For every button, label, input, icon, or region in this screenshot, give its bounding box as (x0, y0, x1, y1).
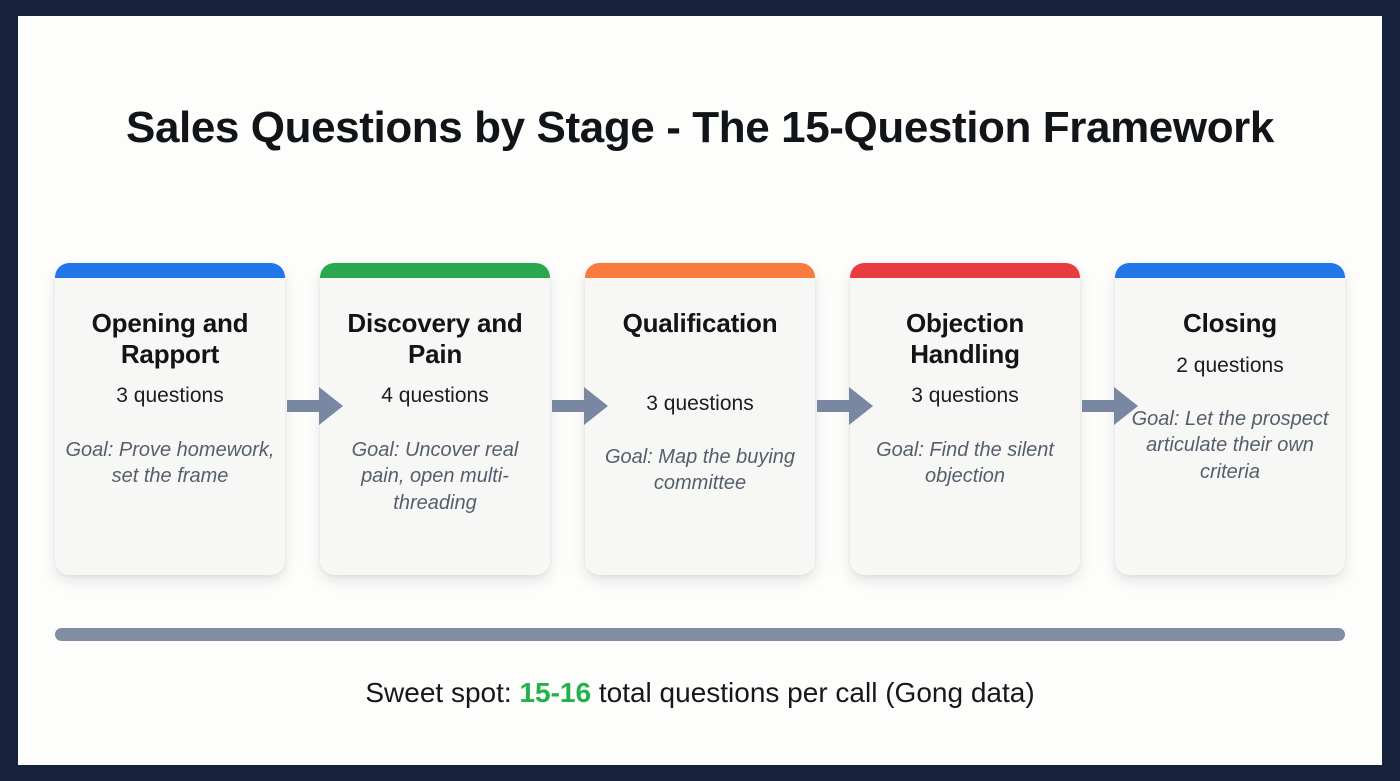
footer-prefix: Sweet spot: (365, 677, 520, 708)
footer-highlight: 15-16 (519, 677, 592, 708)
stage-question-count: 3 questions (646, 391, 754, 415)
stage-card-body: Opening and Rapport 3 questions Goal: Pr… (55, 278, 285, 490)
stage-card-body: Objection Handling 3 questions Goal: Fin… (850, 278, 1080, 490)
slide-canvas: Sales Questions by Stage - The 15-Questi… (18, 16, 1382, 765)
stage-question-count: 3 questions (911, 384, 1019, 408)
stage-accent-bar (320, 263, 550, 278)
footer-suffix: total questions per call (Gong data) (591, 677, 1035, 708)
stage-card-body: Qualification 3 questions Goal: Map the … (585, 278, 815, 497)
stage-title: Qualification (622, 308, 778, 338)
stage-goal: Goal: Prove homework, set the frame (65, 438, 275, 488)
stage-card-objection-handling[interactable]: Objection Handling 3 questions Goal: Fin… (850, 263, 1080, 575)
stage-question-count: 4 questions (381, 384, 489, 408)
page-title: Sales Questions by Stage - The 15-Questi… (126, 103, 1274, 152)
stage-card-discovery-and-pain[interactable]: Discovery and Pain 4 questions Goal: Unc… (320, 263, 550, 575)
arrow-right-icon (287, 384, 343, 428)
arrow-right-icon (817, 384, 873, 428)
stage-card-body: Closing 2 questions Goal: Let the prospe… (1115, 278, 1345, 486)
stage-card-body: Discovery and Pain 4 questions Goal: Unc… (320, 278, 550, 516)
stage-accent-bar (585, 263, 815, 278)
footer-note: Sweet spot: 15-16 total questions per ca… (18, 676, 1382, 710)
stage-accent-bar (55, 263, 285, 278)
arrow-right-icon (1082, 384, 1138, 428)
arrow-right-icon (552, 384, 608, 428)
stage-card-closing[interactable]: Closing 2 questions Goal: Let the prospe… (1115, 263, 1345, 575)
stage-title: Opening and Rapport (91, 308, 249, 369)
stage-goal: Goal: Uncover real pain, open multi-thre… (351, 438, 519, 514)
stage-question-count: 2 questions (1176, 353, 1284, 377)
stage-goal: Goal: Let the prospect articulate their … (1131, 407, 1329, 484)
stage-title: Closing (1183, 308, 1277, 338)
stage-accent-bar (1115, 263, 1345, 278)
stage-question-count: 3 questions (116, 384, 224, 408)
stage-card-opening-and-rapport[interactable]: Opening and Rapport 3 questions Goal: Pr… (55, 263, 285, 575)
stage-title: Discovery and Pain (347, 308, 523, 369)
stage-goal: Goal: Map the buying committee (604, 445, 796, 495)
stage-card-qualification[interactable]: Qualification 3 questions Goal: Map the … (585, 263, 815, 575)
stage-title: Objection Handling (905, 308, 1025, 369)
stage-accent-bar (850, 263, 1080, 278)
stage-goal: Goal: Find the silent objection (876, 438, 1054, 488)
section-divider (55, 628, 1345, 641)
stage-flow: Opening and Rapport 3 questions Goal: Pr… (55, 263, 1345, 581)
